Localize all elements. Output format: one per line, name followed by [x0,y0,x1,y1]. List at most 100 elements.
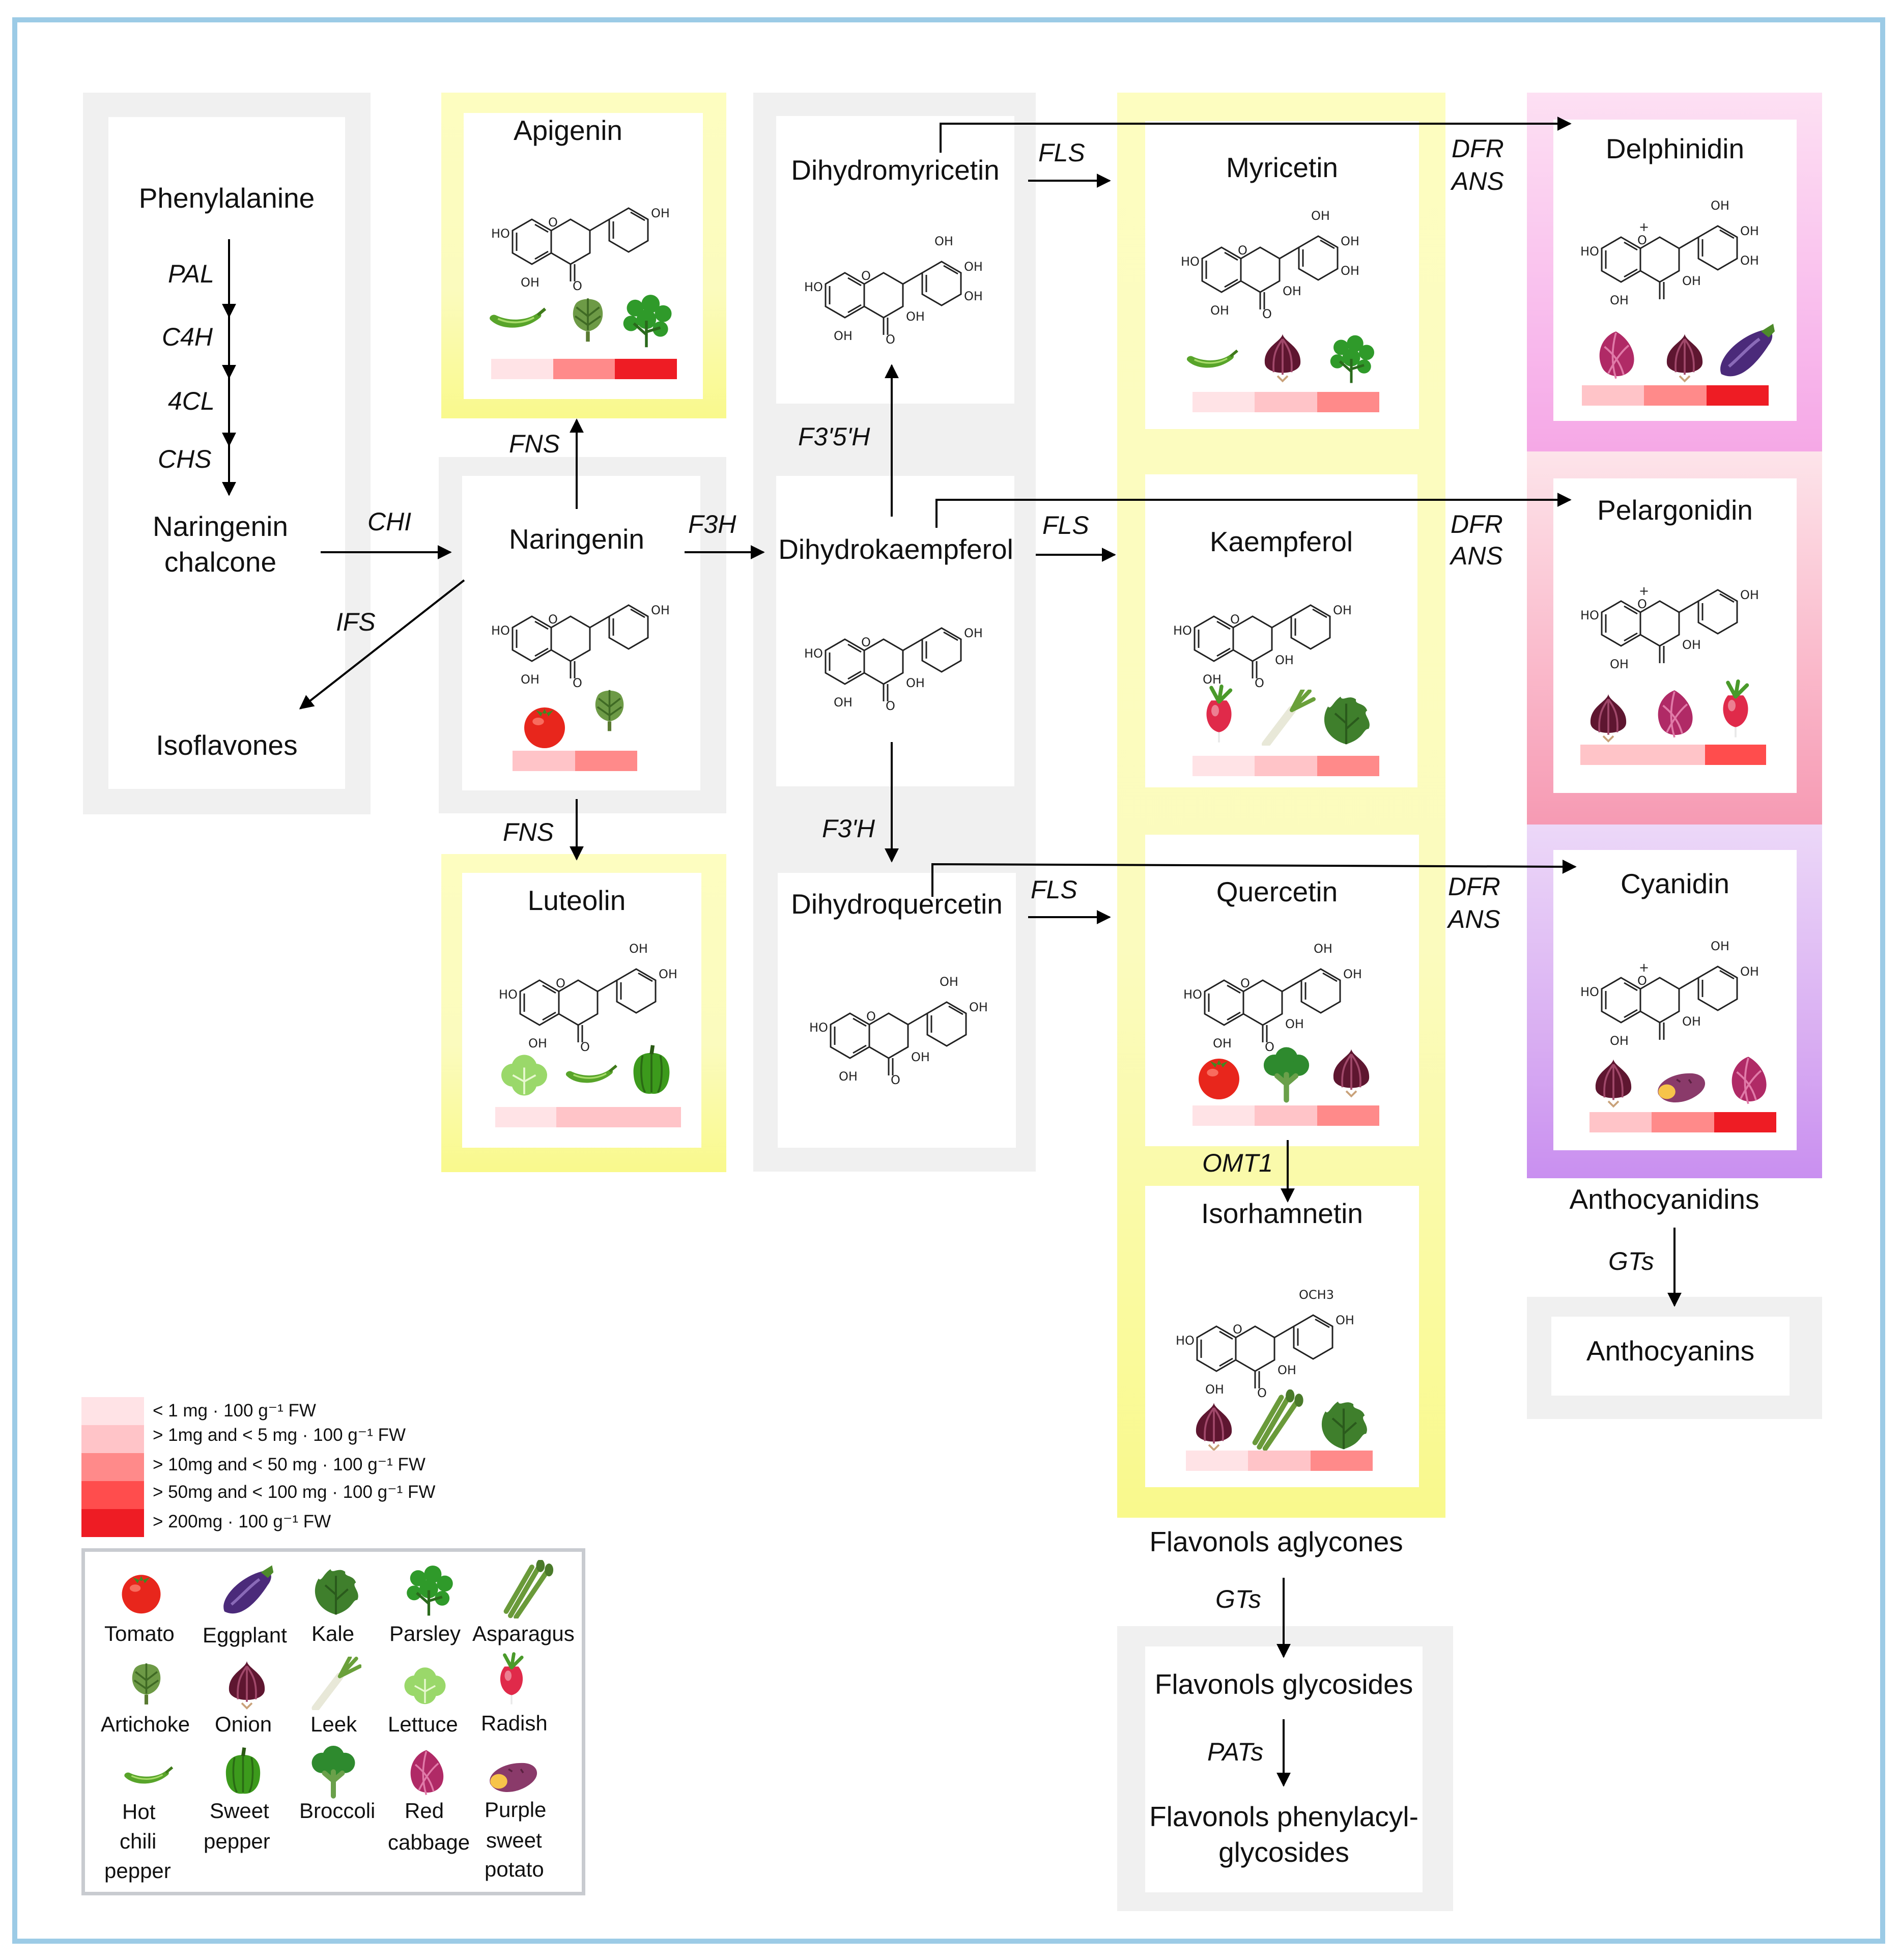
node-dihydromyricetin: Dihydromyricetin [791,154,1000,186]
legend-swatch-level-5 [81,1509,144,1537]
legend-red-cabbage-icon [409,1749,445,1796]
card-luteolin [462,873,701,1148]
legend-purple-sweet-potato-icon [489,1762,538,1793]
enzyme-4cl: 4CL [168,387,215,415]
node-flavonols-phenylacyl-line2: glycosides [1218,1836,1349,1868]
svg-text:OCH3: OCH3 [1299,1288,1334,1302]
legend-tomato-label: Tomato [104,1622,175,1645]
svg-text:HO: HO [1173,623,1192,638]
svg-text:OH: OH [1341,234,1359,248]
luteolin-veg-sweet-pepper-icon [626,1041,677,1099]
svg-text:O: O [1265,1040,1274,1054]
dihydromyricetin-structure: HO OH O O OH OH OH OH [804,234,983,347]
svg-text:O: O [580,1040,590,1054]
svg-text:O: O [1255,676,1264,690]
svg-text:HO: HO [804,646,823,661]
legend-hot-chili-pepper-icon [112,1753,183,1802]
quercetin-structure: HO OH O O OH OH OH [1183,942,1362,1054]
svg-text:OH: OH [1682,638,1701,652]
svg-text:HO: HO [491,226,510,241]
cyanidin-veg-purple-sweet-potato-icon [1657,1072,1706,1103]
kaempferol-veg-leek-icon [1260,690,1316,746]
card-anthocyanins [1551,1317,1790,1396]
svg-text:OH: OH [651,603,670,617]
legend-lettuce-label: Lettuce [388,1712,458,1736]
svg-text:O: O [548,215,558,230]
card-pelargonidin [1553,478,1797,793]
enzyme-gts-anthocyanins: GTs [1608,1247,1654,1275]
legend-leek-icon [310,1657,361,1710]
legend-asparagus-icon [501,1560,562,1618]
node-quercetin: Quercetin [1216,876,1338,907]
card-naringenin [462,476,700,790]
card-myricetin [1145,121,1419,429]
card-quercetin [1145,835,1419,1146]
card-isorhamnetin [1145,1186,1419,1487]
apigenin-veg-parsley-icon [618,293,674,349]
svg-text:OH: OH [834,329,853,343]
legend-lettuce-icon [403,1666,447,1705]
myricetin-content-bar [1193,392,1379,412]
svg-text:O: O [1230,612,1240,627]
svg-text:OH: OH [964,260,983,274]
apigenin-structure: HO OH O O OH [491,206,670,293]
apigenin-veg-artichoke-icon [562,288,613,349]
svg-text:HO: HO [499,987,518,1002]
enzyme-dfr-2: DFR [1451,510,1503,538]
node-isoflavones: Isoflavones [156,729,298,761]
svg-text:OH: OH [1682,274,1701,288]
legend-tomato-icon [122,1575,161,1614]
svg-text:OH: OH [906,309,925,324]
svg-text:HO: HO [1183,987,1202,1002]
cyanidin-veg-red-cabbage-icon [1730,1056,1768,1105]
legend-kale-label: Kale [311,1622,355,1645]
svg-text:OH: OH [1336,1313,1354,1327]
svg-text:HO: HO [1580,244,1599,259]
legend-purple-sweet-potato-label-1: Purple [485,1798,547,1822]
svg-text:O: O [573,676,582,690]
naringenin-structure: HO OH O O OH [491,603,670,690]
legend-radish-label: Radish [481,1711,548,1735]
node-cyanidin: Cyanidin [1620,868,1729,899]
quercetin-veg-broccoli-icon [1260,1043,1313,1104]
isorhamnetin-veg-onion-icon [1195,1402,1233,1451]
node-flavonols-glycosides: Flavonols glycosides [1154,1668,1413,1700]
cyanidin-veg-onion-icon [1594,1058,1633,1107]
enzyme-dfr-1: DFR [1452,134,1504,163]
enzyme-ifs: IFS [336,608,376,636]
myricetin-veg-parsley-icon [1323,333,1379,384]
isorhamnetin-structure: HO OH O O OH OCH3 OH [1176,1288,1354,1400]
svg-text:OH: OH [1213,1036,1232,1050]
luteolin-veg-lettuce-icon [500,1054,548,1097]
luteolin-content-bar [495,1107,681,1127]
svg-text:OH: OH [1343,967,1362,981]
pelargonidin-structure: HO OH O + OH OH [1580,584,1759,671]
node-myricetin: Myricetin [1226,152,1339,183]
svg-text:O: O [861,635,871,649]
node-pelargonidin: Pelargonidin [1597,494,1753,526]
enzyme-dfr-3: DFR [1448,872,1500,901]
legend-onion-label: Onion [215,1712,272,1736]
dihydrokaempferol-structure: HO OH O O OH OH [804,626,983,713]
svg-text:HO: HO [1176,1333,1195,1348]
svg-text:OH: OH [651,206,670,220]
node-isorhamnetin: Isorhamnetin [1201,1198,1363,1229]
svg-text:OH: OH [521,672,540,687]
quercetin-veg-tomato-icon [1199,1059,1239,1099]
card-dihydroquercetin [778,873,1016,1148]
card-dihydrokaempferol [776,476,1014,786]
svg-text:OH: OH [1682,1014,1701,1029]
delphinidin-veg-onion-icon [1665,333,1704,382]
svg-text:O: O [1262,307,1272,321]
enzyme-fls-3: FLS [1031,875,1077,904]
enzyme-fns-up: FNS [509,430,560,458]
legend-sweet-pepper-icon [219,1743,267,1799]
figure-frame [12,17,1885,1944]
legend-level-3: > 10mg and < 50 mg · 100 g⁻¹ FW [153,1455,425,1474]
svg-text:OH: OH [969,1000,988,1014]
legend-artichoke-label: Artichoke [101,1712,190,1736]
legend-radish-icon [489,1652,534,1710]
svg-text:OH: OH [906,676,925,690]
legend-swatch-level-1 [81,1397,144,1425]
